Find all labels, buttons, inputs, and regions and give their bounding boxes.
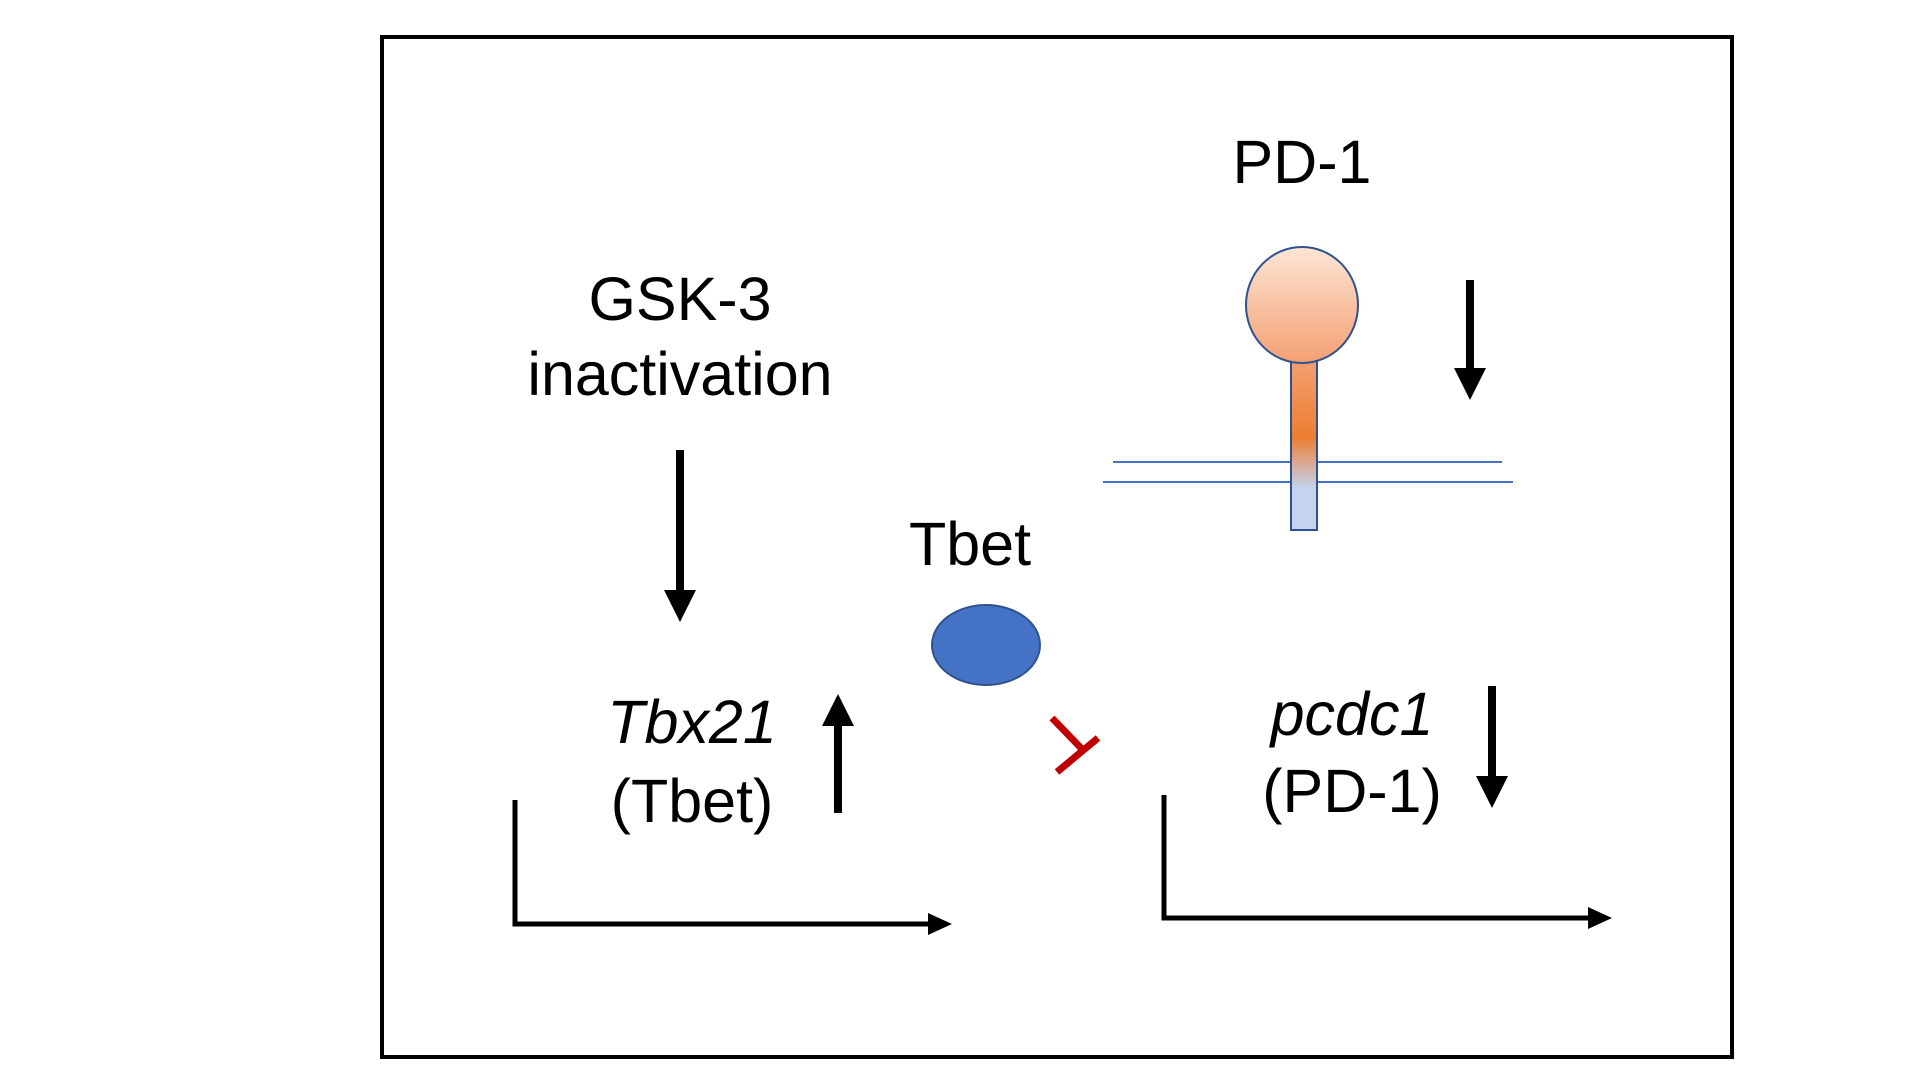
gsk3-label-line2: inactivation [527, 340, 832, 408]
pcdc1-gene-label: pcdc1 [1269, 680, 1434, 748]
tbet-protein-icon [931, 604, 1041, 686]
pcdc1-down-arrow [1476, 686, 1508, 808]
diagram-frame [380, 35, 1734, 1059]
gsk3-label-line1: GSK-3 [588, 265, 771, 333]
gsk3-to-tbx21-arrow [664, 450, 696, 622]
inhibition-tbar-icon [1049, 715, 1101, 775]
pd1-down-arrow [1454, 280, 1486, 400]
tbx21-gene-label: Tbx21 [607, 688, 777, 756]
pcdc1-product-label: (PD-1) [1262, 757, 1442, 825]
tbx21-promoter-arrow [512, 800, 952, 935]
tbx21-up-arrow [822, 694, 854, 813]
tbx21-product-label: (Tbet) [611, 767, 774, 835]
tbet-label: Tbet [909, 510, 1031, 578]
pd1-receptor-label: PD-1 [1233, 128, 1372, 196]
pd1-receptor-icon [1245, 246, 1359, 531]
pcdc1-promoter-arrow [1161, 795, 1612, 929]
